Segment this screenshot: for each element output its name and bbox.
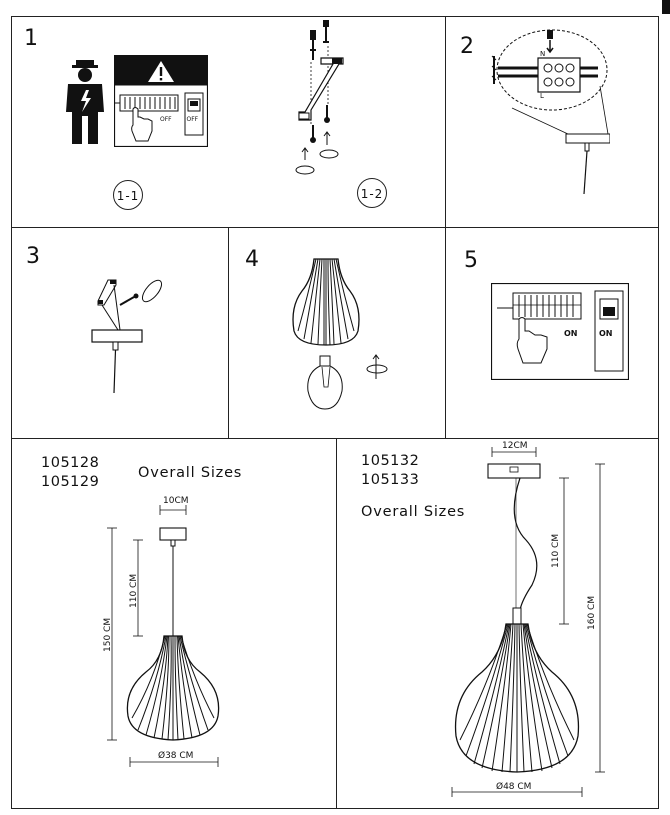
svg-text:N: N bbox=[540, 50, 545, 58]
svg-text:OFF: OFF bbox=[187, 116, 199, 123]
sub-step-label-1-2: 1-2 bbox=[357, 178, 387, 208]
breaker-on-illustration: ON ON bbox=[491, 283, 629, 380]
hand-pointer-icon bbox=[131, 107, 153, 142]
shade-diameter-label: Ø38 CM bbox=[158, 750, 193, 761]
shade-and-bulb-diagram bbox=[292, 258, 388, 410]
hand-pointer-icon-2 bbox=[516, 317, 548, 364]
svg-text:OFF: OFF bbox=[160, 116, 172, 123]
step-number-3: 3 bbox=[26, 244, 40, 269]
breaker-off-illustration: OFF OFF bbox=[114, 55, 208, 147]
model-number-105132: 105132 bbox=[361, 453, 420, 469]
shade-diameter-label-2: Ø48 CM bbox=[496, 781, 531, 792]
large-lamp-dimension-drawing: 12CM 110 CM 160 CM bbox=[451, 441, 605, 797]
overall-sizes-label: Overall Sizes bbox=[138, 465, 243, 481]
step-number-2: 2 bbox=[460, 34, 474, 59]
svg-text:ON: ON bbox=[564, 329, 578, 338]
model-number-105133: 105133 bbox=[361, 472, 420, 488]
sub-step-label-1-1: 1-1 bbox=[113, 180, 143, 210]
electrician-icon bbox=[66, 60, 104, 144]
page-corner-mark bbox=[662, 0, 670, 14]
overall-height-label-2: 160 CM bbox=[587, 596, 597, 630]
wiring-connection-diagram: N L bbox=[491, 29, 610, 195]
mounting-bracket-diagram bbox=[295, 20, 344, 175]
canopy-width-label: 10CM bbox=[163, 496, 189, 506]
cable-length-label-2: 110 CM bbox=[551, 534, 561, 568]
step-number-5: 5 bbox=[464, 248, 478, 273]
panel-large-lamp-sizes bbox=[336, 438, 659, 809]
step-number-1: 1 bbox=[24, 26, 38, 51]
step-number-4: 4 bbox=[245, 247, 259, 272]
canopy-width-label-2: 12CM bbox=[502, 441, 528, 451]
overall-height-label: 150 CM bbox=[103, 618, 113, 652]
model-number-105129: 105129 bbox=[41, 474, 100, 490]
cable-length-label: 110 CM bbox=[129, 574, 139, 608]
small-lamp-dimension-drawing: 10CM 110 CM 150 CM Ø38 CM bbox=[103, 496, 220, 767]
svg-text:L: L bbox=[540, 92, 544, 100]
model-number-105128: 105128 bbox=[41, 455, 100, 471]
svg-text:ON: ON bbox=[599, 329, 613, 338]
bulb-icon bbox=[307, 365, 343, 410]
overall-sizes-label-2: Overall Sizes bbox=[361, 504, 466, 520]
canopy-fixing-diagram bbox=[91, 279, 163, 394]
